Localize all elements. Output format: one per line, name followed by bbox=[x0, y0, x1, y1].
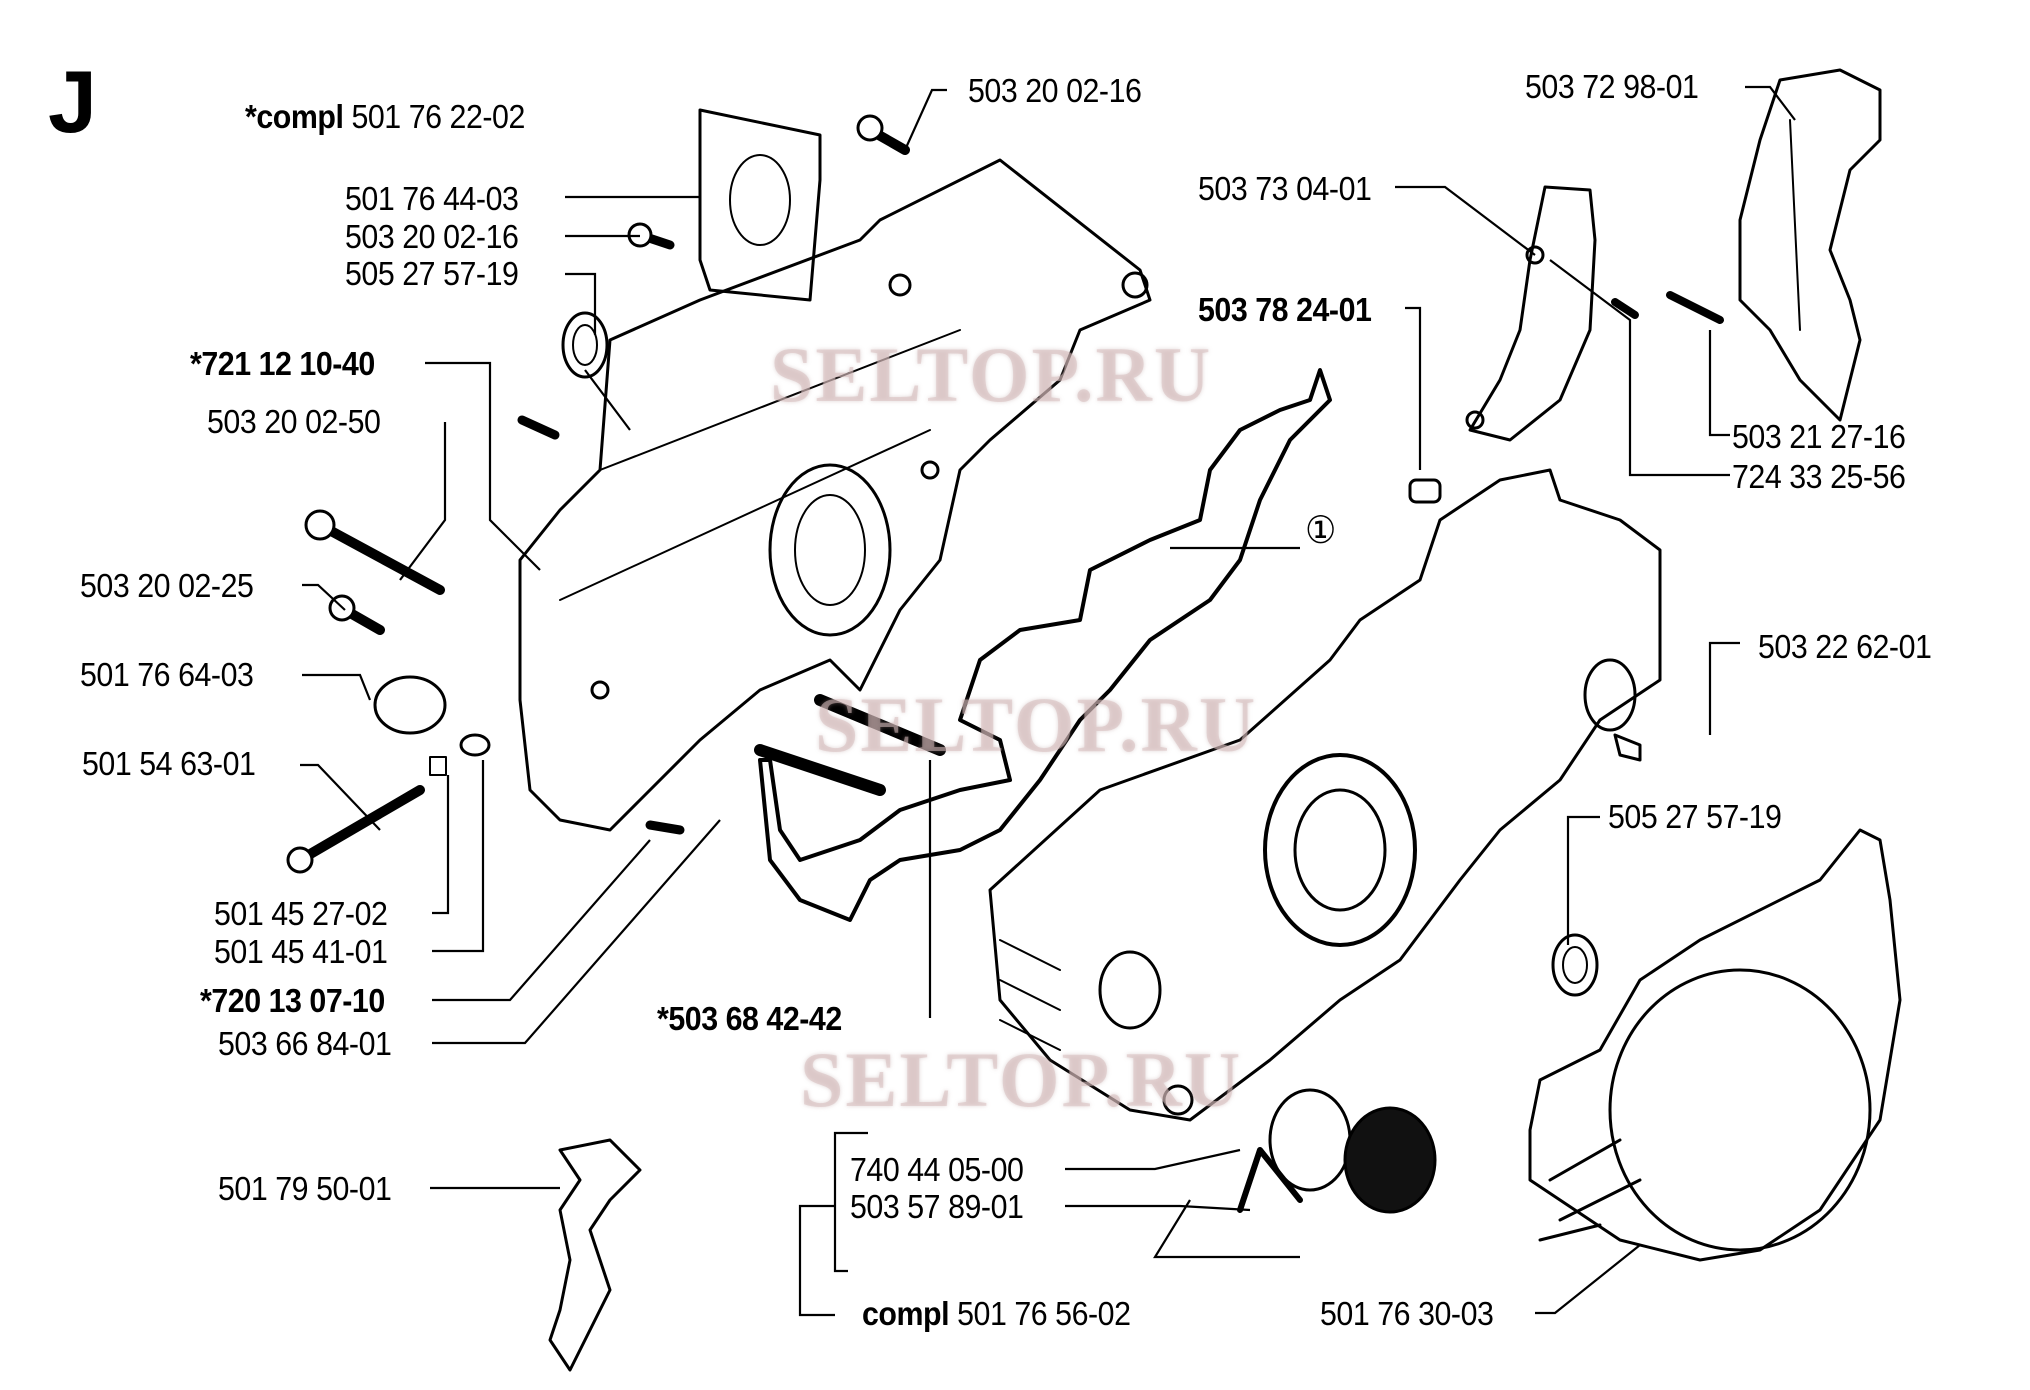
part-label: 503 22 62-01 bbox=[1758, 628, 1932, 665]
part-label: 503 78 24-01 bbox=[1198, 291, 1372, 328]
compl-prefix: compl bbox=[862, 1295, 950, 1332]
part-label: 503 20 02-50 bbox=[207, 403, 381, 440]
starter-cover bbox=[1528, 828, 1902, 1262]
nut bbox=[1408, 478, 1442, 504]
seal-ring-right bbox=[1551, 933, 1599, 997]
seal-ring-left bbox=[561, 311, 609, 379]
section-letter: J bbox=[48, 52, 97, 151]
part-label: *721 12 10-40 bbox=[190, 345, 375, 382]
part-label: 505 27 57-19 bbox=[1608, 798, 1782, 835]
crankcase-left-half bbox=[518, 158, 1152, 832]
watermark: SELTOP.RU bbox=[770, 331, 1213, 418]
part-label: 503 73 04-01 bbox=[1198, 170, 1372, 207]
part-label: 503 20 02-16 bbox=[968, 72, 1142, 109]
part-label-compl-bottom: compl 501 76 56-02 bbox=[862, 1297, 1131, 1330]
gasket bbox=[758, 368, 1332, 922]
part-label: 501 54 63-01 bbox=[82, 745, 256, 782]
bolt-a bbox=[814, 694, 946, 756]
adjust-screw bbox=[295, 785, 425, 865]
part-number: 501 76 22-02 bbox=[351, 98, 525, 135]
compl-prefix: *compl bbox=[245, 98, 344, 135]
part-label: 503 21 27-16 bbox=[1732, 418, 1906, 455]
chain-tensioner bbox=[373, 675, 447, 735]
part-label: 505 27 57-19 bbox=[345, 255, 519, 292]
part-label: 503 72 98-01 bbox=[1525, 68, 1699, 105]
part-label: 724 33 25-56 bbox=[1732, 458, 1906, 495]
cover-plate bbox=[698, 108, 822, 302]
crankcase-right-half bbox=[988, 468, 1662, 1122]
watermark: SELTOP.RU bbox=[800, 1036, 1243, 1123]
pin bbox=[517, 415, 560, 440]
part-label: 503 20 02-16 bbox=[345, 218, 519, 255]
part-label: 503 20 02-25 bbox=[80, 567, 254, 604]
clip bbox=[1613, 733, 1642, 762]
fuel-cap bbox=[1343, 1106, 1437, 1214]
part-label: *503 68 42-42 bbox=[657, 1000, 842, 1037]
callout-marker: ① bbox=[1305, 510, 1336, 552]
part-number: 501 76 56-02 bbox=[957, 1295, 1131, 1332]
guard-plate bbox=[1468, 185, 1597, 442]
part-label: 501 76 44-03 bbox=[345, 180, 519, 217]
chain-catcher bbox=[548, 1138, 642, 1372]
screw-guard-a bbox=[1611, 298, 1639, 319]
part-label: 501 45 41-01 bbox=[214, 933, 388, 970]
watermark: SELTOP.RU bbox=[815, 681, 1258, 768]
part-label: *720 13 07-10 bbox=[200, 982, 385, 1019]
part-label: 501 76 30-03 bbox=[1320, 1295, 1494, 1332]
deflector bbox=[1738, 68, 1882, 422]
screw-long bbox=[315, 520, 445, 595]
part-label: 503 57 89-01 bbox=[850, 1188, 1024, 1225]
part-label: 501 76 64-03 bbox=[80, 656, 254, 693]
cap-strap bbox=[1237, 1147, 1303, 1213]
part-label: 503 66 84-01 bbox=[218, 1025, 392, 1062]
part-label: 501 45 27-02 bbox=[214, 895, 388, 932]
part-label: 740 44 05-00 bbox=[850, 1151, 1024, 1188]
part-label: 501 79 50-01 bbox=[218, 1170, 392, 1207]
screw-guard-b bbox=[1666, 291, 1724, 324]
part-label-compl-top: *compl 501 76 22-02 bbox=[245, 100, 525, 133]
bolt-b bbox=[754, 744, 886, 796]
pin-2 bbox=[645, 820, 685, 835]
